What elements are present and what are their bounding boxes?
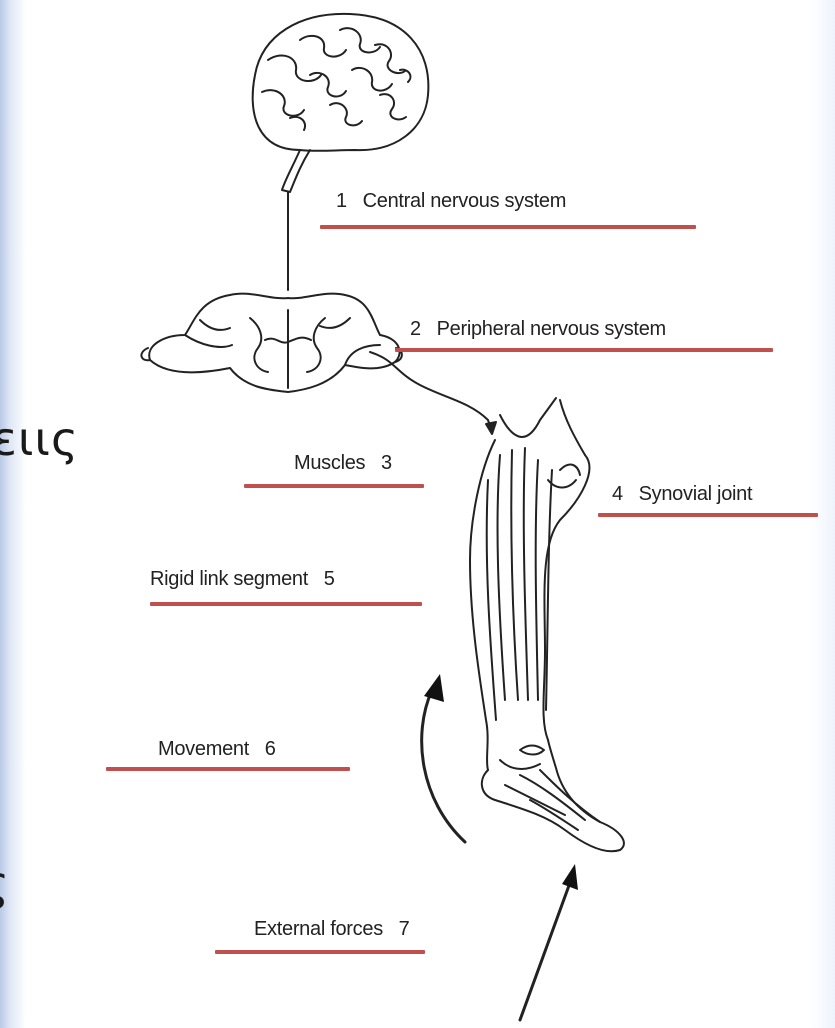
label-text: External forces (254, 918, 383, 940)
label-muscles: Muscles 3 (294, 452, 392, 475)
label-text: Central nervous system (363, 190, 566, 212)
label-number: 5 (324, 568, 335, 590)
label-underline (215, 950, 425, 954)
label-number: 4 (612, 483, 623, 505)
external-force-arrow (520, 864, 578, 1020)
label-text: Movement (158, 738, 249, 760)
label-underline (106, 767, 350, 771)
label-central-nervous-system: 1 Central nervous system (336, 190, 566, 213)
label-text: Rigid link segment (150, 568, 308, 590)
label-number: 3 (381, 452, 392, 474)
label-underline (320, 225, 696, 229)
label-underline (395, 348, 773, 352)
label-underline (598, 513, 818, 517)
movement-arrow (422, 674, 465, 842)
label-text: Muscles (294, 452, 365, 474)
label-external-forces: External forces 7 (254, 918, 410, 941)
label-text: Synovial joint (639, 483, 753, 505)
label-text: Peripheral nervous system (437, 318, 666, 340)
label-number: 6 (265, 738, 276, 760)
label-rigid-link-segment: Rigid link segment 5 (150, 568, 335, 591)
label-peripheral-nervous-system: 2 Peripheral nervous system (410, 318, 666, 341)
spinal-cord-illustration (141, 294, 496, 434)
leg-illustration (470, 398, 624, 851)
label-number: 2 (410, 318, 421, 340)
label-underline (150, 602, 422, 606)
label-movement: Movement 6 (158, 738, 276, 761)
label-synovial-joint: 4 Synovial joint (612, 483, 752, 506)
label-underline (244, 484, 424, 488)
label-number: 1 (336, 190, 347, 212)
brain-illustration (253, 14, 429, 290)
label-number: 7 (399, 918, 410, 940)
